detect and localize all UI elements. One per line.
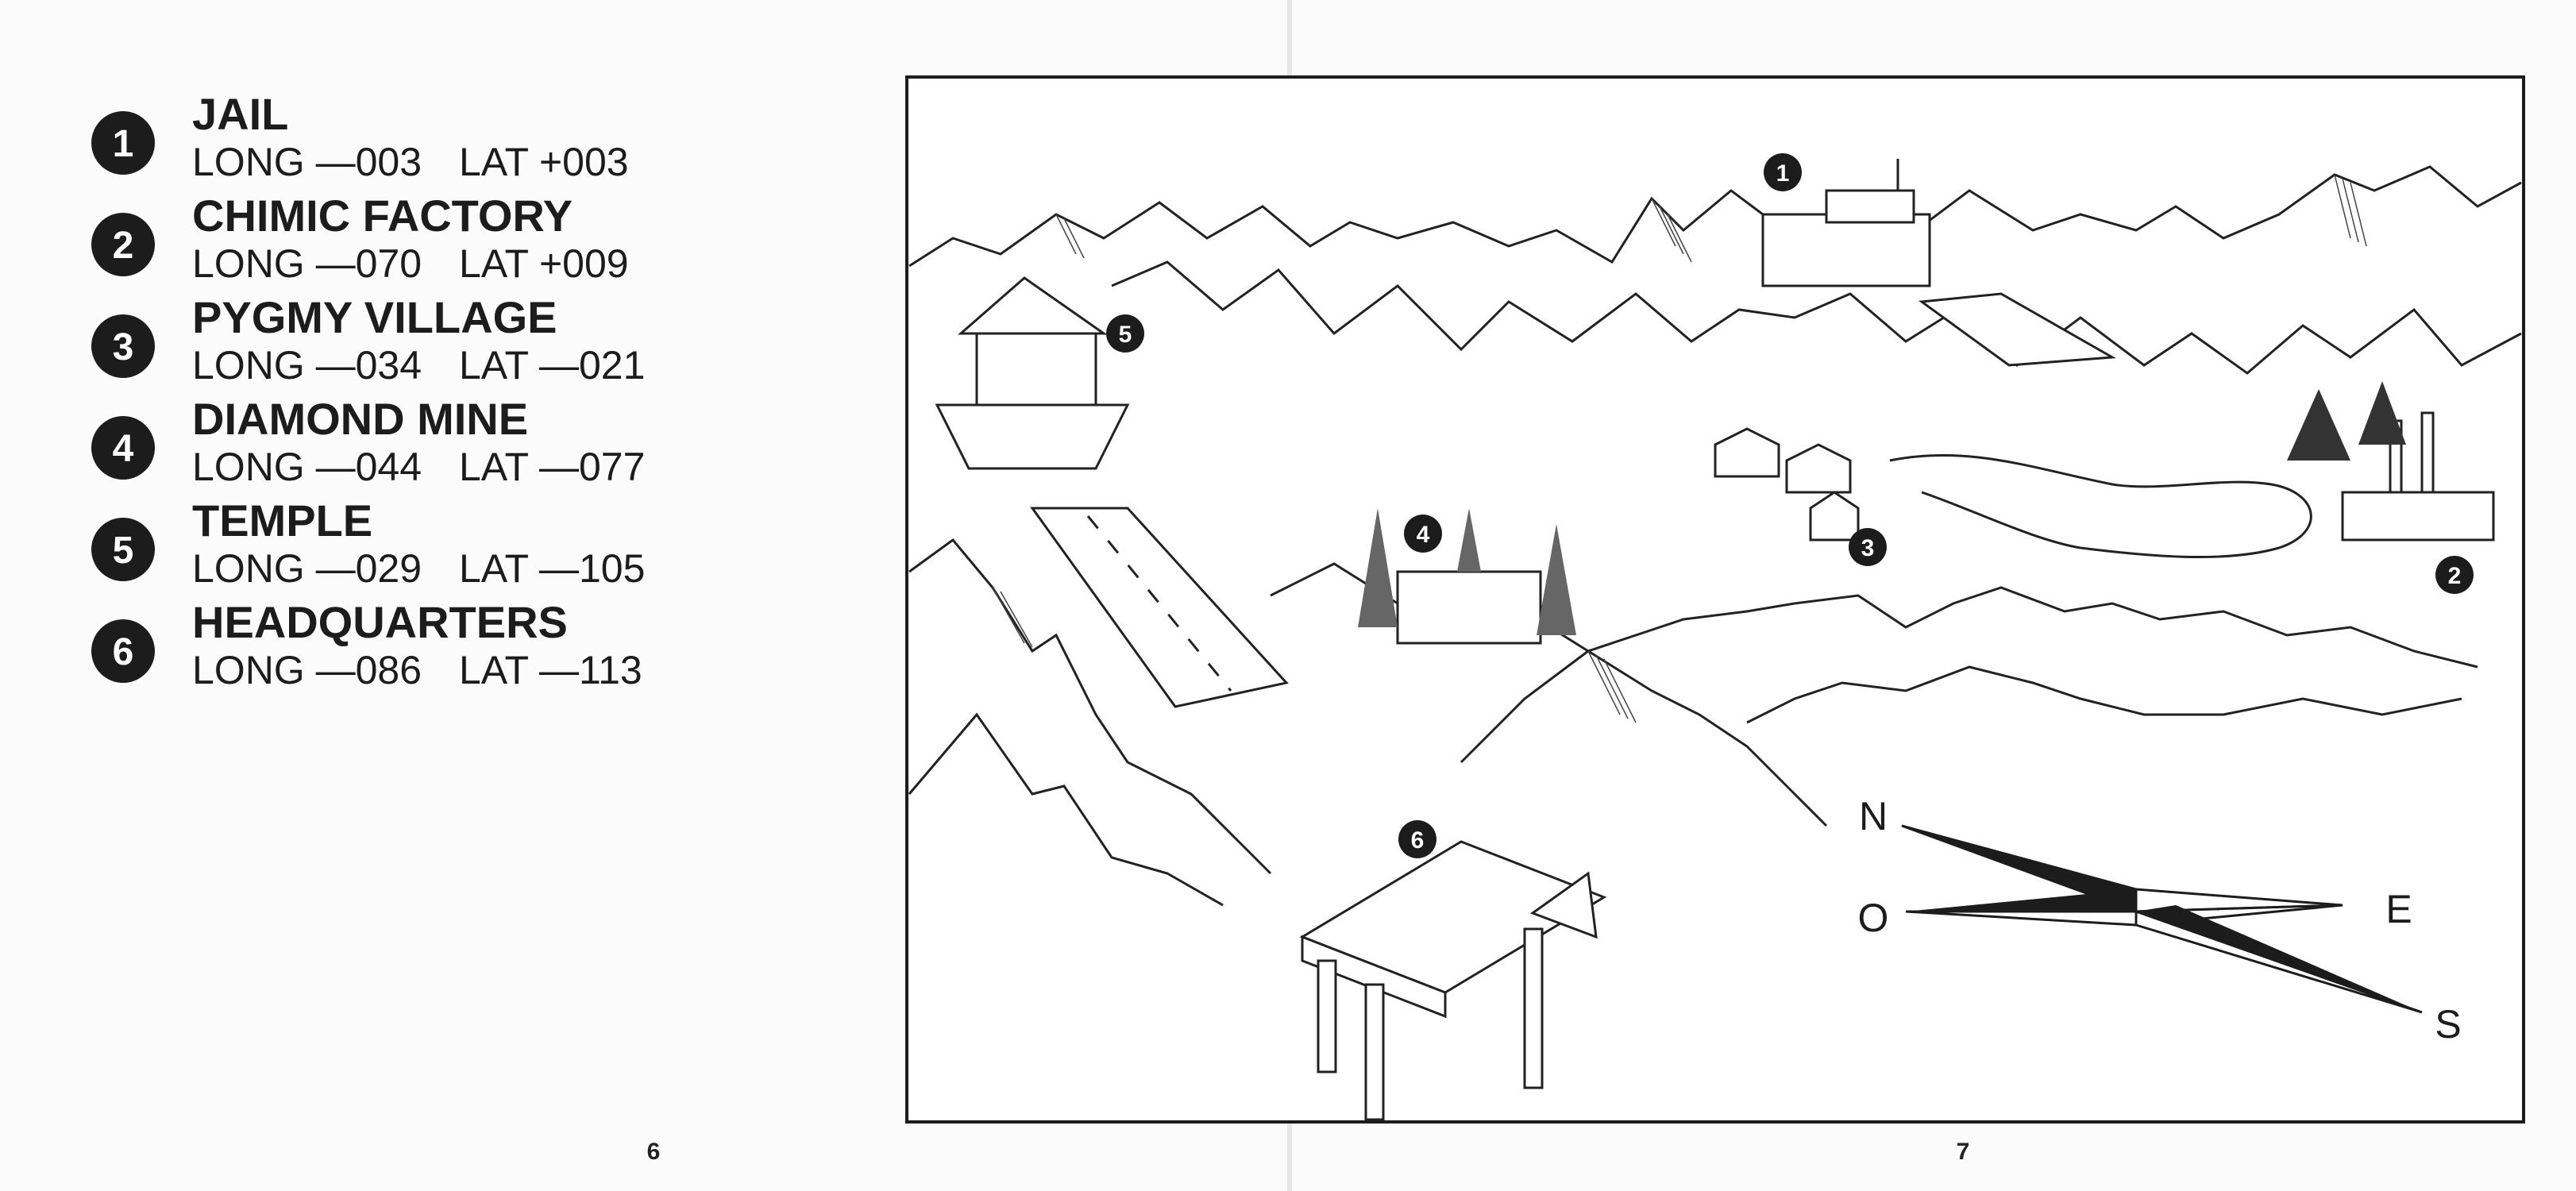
- island-map: 1 2 3 4 5 6 N O E S: [905, 75, 2525, 1124]
- svg-text:2: 2: [2448, 563, 2462, 589]
- svg-text:3: 3: [1861, 535, 1875, 561]
- map-marker-4: 4: [1404, 515, 1442, 553]
- map-marker-2: 2: [2435, 556, 2474, 594]
- svg-text:4: 4: [1417, 522, 1430, 548]
- legend-long: LONG —034: [192, 343, 422, 387]
- number-badge-icon: [91, 619, 155, 683]
- legend-lat: LAT —077: [459, 445, 645, 489]
- legend-long: LONG —003: [192, 140, 422, 184]
- legend-name: PYGMY VILLAGE: [192, 292, 557, 342]
- legend-item-pygmy-village: 3 PYGMY VILLAGE LONG —034 LAT —021: [91, 292, 645, 387]
- village-huts: [1714, 427, 1860, 542]
- compass-south-label: S: [2435, 1002, 2461, 1046]
- svg-text:1: 1: [1776, 160, 1790, 187]
- number-badge-icon: [91, 111, 155, 175]
- legend-item-temple: 5 TEMPLE LONG —029 LAT —105: [91, 495, 645, 591]
- mountain-range-southwest: [908, 712, 1224, 907]
- compass-rose-icon: N O E S: [1858, 794, 2462, 1046]
- legend-name: HEADQUARTERS: [192, 597, 568, 647]
- mountain-range-south: [908, 538, 1272, 875]
- legend-long: LONG —044: [192, 445, 422, 489]
- number-badge-icon: [91, 518, 155, 581]
- map-marker-3: 3: [1849, 528, 1887, 566]
- legend-name: CHIMIC FACTORY: [192, 191, 573, 241]
- mountain-range-north: [908, 165, 2522, 268]
- map-marker-5: 5: [1106, 314, 1144, 353]
- mountain-range-center-south: [1460, 649, 1828, 827]
- temple-building: [935, 276, 1130, 470]
- map-marker-6: 6: [1398, 820, 1436, 858]
- page-number-right: 7: [1957, 1139, 1970, 1165]
- legend-number: 4: [113, 428, 134, 470]
- location-legend: 1 JAIL LONG —003 LAT +003 2 CHIMIC FACTO…: [91, 89, 645, 692]
- svg-text:6: 6: [1411, 827, 1425, 854]
- legend-lat: LAT —021: [459, 343, 645, 387]
- svg-text:5: 5: [1119, 322, 1132, 348]
- legend-number: 3: [113, 326, 134, 368]
- compass-north-label: N: [1859, 794, 1888, 838]
- legend-name: TEMPLE: [192, 495, 372, 545]
- legend-lat: LAT —105: [459, 546, 645, 591]
- map-marker-1: 1: [1764, 153, 1802, 191]
- legend-name: DIAMOND MINE: [192, 394, 528, 444]
- airstrip-north: [1918, 292, 2116, 367]
- compass-east-label: E: [2385, 887, 2412, 931]
- page-number-left: 6: [647, 1139, 661, 1165]
- compass-west-label: O: [1858, 896, 1889, 940]
- legend-number: 2: [113, 225, 134, 267]
- legend-number: 1: [113, 123, 134, 165]
- factory-building: [2287, 381, 2495, 542]
- legend-lat: LAT +003: [459, 140, 629, 184]
- legend-name: JAIL: [192, 89, 288, 139]
- legend-item-diamond-mine: 4 DIAMOND MINE LONG —044 LAT —077: [91, 394, 645, 489]
- legend-number: 5: [113, 530, 134, 572]
- mine-building: [1358, 508, 1576, 645]
- jail-building: [1761, 159, 1931, 287]
- airstrip-west: [1030, 507, 1289, 708]
- mountain-shading: [992, 174, 2367, 723]
- mountain-range-southeast: [1746, 665, 2462, 724]
- legend-item-jail: 1 JAIL LONG —003 LAT +003: [91, 89, 629, 184]
- legend-long: LONG —086: [192, 648, 422, 692]
- legend-long: LONG —029: [192, 546, 422, 591]
- number-badge-icon: [91, 314, 155, 378]
- legend-item-headquarters: 6 HEADQUARTERS LONG —086 LAT —113: [91, 597, 642, 692]
- legend-lat: LAT +009: [459, 241, 629, 286]
- legend-long: LONG —070: [192, 241, 422, 286]
- legend-number: 6: [113, 631, 134, 673]
- river: [1889, 453, 2312, 559]
- mountain-range-north-2: [1111, 260, 2522, 375]
- number-badge-icon: [91, 213, 155, 276]
- number-badge-icon: [91, 416, 155, 480]
- legend-lat: LAT —113: [459, 648, 642, 692]
- legend-item-chimic-factory: 2 CHIMIC FACTORY LONG —070 LAT +009: [91, 191, 629, 286]
- headquarters-platform: [1299, 840, 1607, 1121]
